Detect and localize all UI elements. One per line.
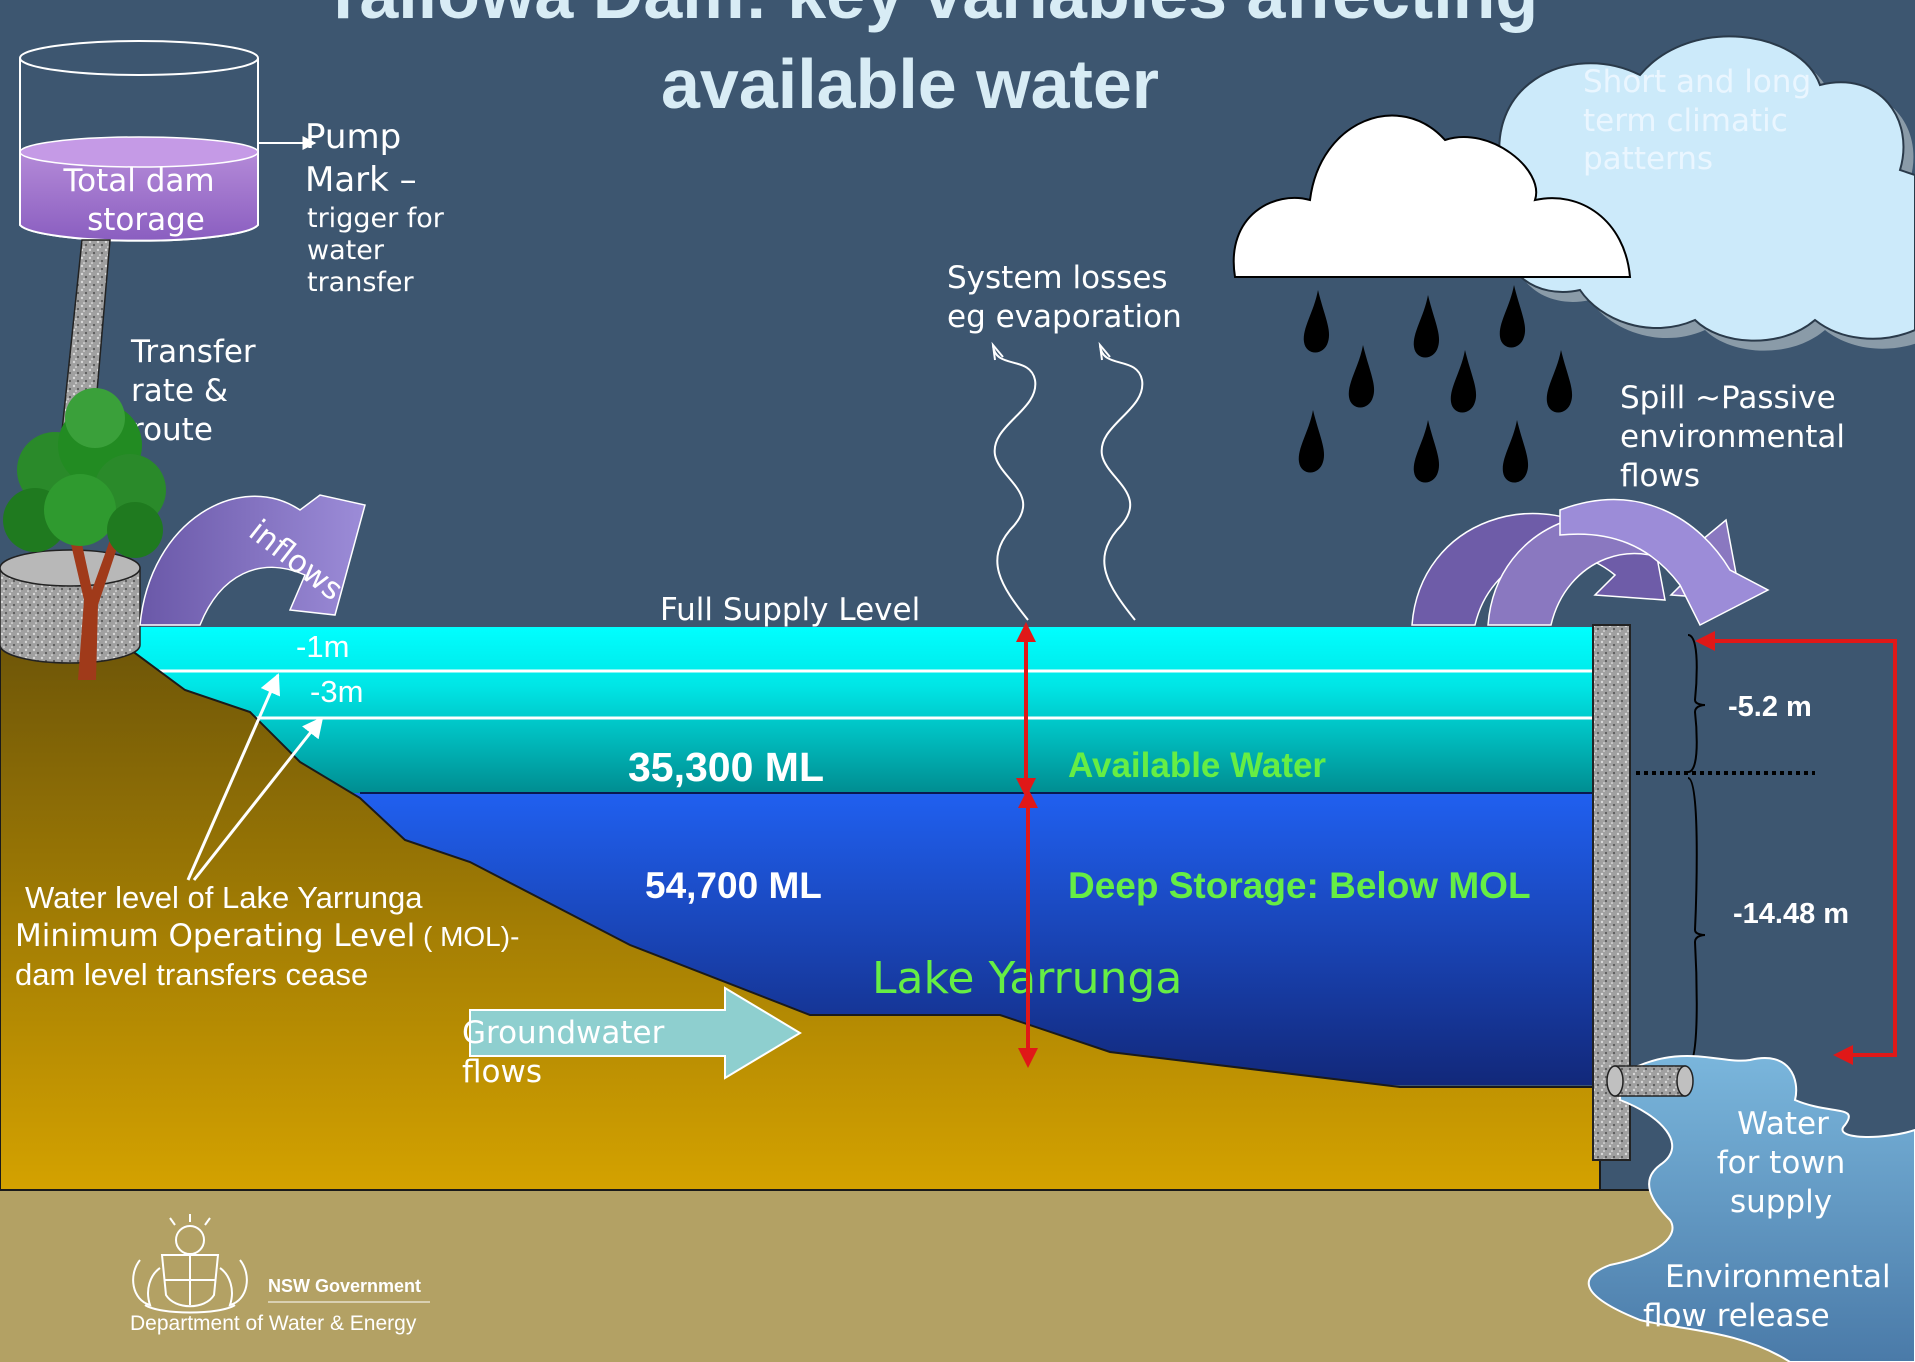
- full-supply-level-label: Full Supply Level: [660, 592, 920, 628]
- nsw-coat-of-arms-icon: [132, 1214, 248, 1314]
- spill-arrows-icon: [1411, 499, 1770, 627]
- outlet-pipe: [1606, 1065, 1694, 1097]
- transfer-label-2: rate &: [131, 373, 228, 409]
- groundwater-label-1: Groundwater: [462, 1015, 665, 1051]
- raindrops-icon: [1298, 285, 1573, 483]
- climate-label-2: term climatic: [1583, 103, 1788, 139]
- title-line-2: available water: [661, 45, 1159, 123]
- transfer-label-1: Transfer: [130, 334, 256, 370]
- depth-lower-label: -14.48 m: [1733, 898, 1849, 930]
- outlet-water-shape: [1587, 1055, 1915, 1362]
- mol-label-3: dam level transfers cease: [15, 957, 368, 992]
- groundwater-label-2: flows: [462, 1054, 542, 1090]
- available-water-zone: [100, 627, 1595, 794]
- available-water-label: Available Water: [1068, 746, 1326, 785]
- depth-upper-label: -5.2 m: [1728, 691, 1812, 723]
- pump-mark-sub-2: water: [307, 235, 385, 266]
- env-release-label-1: Environmental: [1665, 1259, 1891, 1295]
- groundwater-arrow: [469, 986, 802, 1080]
- mol-label-2-main: Minimum Operating Level: [15, 918, 415, 954]
- losses-label-1: System losses: [947, 260, 1168, 296]
- deep-volume-label: 54,700 ML: [645, 865, 822, 906]
- mol-label-2-suffix: ( MOL)-: [415, 921, 519, 952]
- logo-dept-label: Department of Water & Energy: [130, 1312, 417, 1335]
- pump-mark-1: Pump: [305, 117, 401, 157]
- env-release-label-2: flow release: [1643, 1298, 1830, 1334]
- pump-mark-2: Mark –: [305, 160, 417, 200]
- town-supply-label-3: supply: [1730, 1184, 1832, 1220]
- losses-label-2: eg evaporation: [947, 299, 1182, 335]
- minus-1m-label: -1m: [296, 629, 349, 664]
- evaporation-icon: [991, 341, 1144, 621]
- rain-cloud-icon: [1232, 114, 1632, 278]
- town-supply-label-2: for town: [1717, 1145, 1846, 1181]
- mol-label-2: Minimum Operating Level ( MOL)-: [15, 918, 519, 954]
- storage-tank: [19, 40, 259, 242]
- spill-label-2: environmental: [1620, 419, 1845, 455]
- climate-label-3: patterns: [1583, 141, 1713, 177]
- mol-pointer-arrows: [186, 673, 324, 881]
- tree-icon: [0, 388, 166, 680]
- minus-3m-label: -3m: [310, 674, 363, 709]
- title-line-1: Tallowa Dam: key variables affecting: [322, 0, 1538, 33]
- spill-label-1: Spill ~Passive: [1620, 380, 1836, 416]
- deep-storage-label: Deep Storage: Below MOL: [1068, 865, 1531, 906]
- tank-label-1: Total dam: [62, 163, 214, 199]
- pump-mark-sub-3: transfer: [307, 267, 415, 298]
- total-depth-arrow: [1695, 631, 1897, 1065]
- tank-label-2: storage: [87, 202, 205, 238]
- climate-label-1: Short and long: [1583, 64, 1811, 100]
- depth-brackets: [1687, 634, 1706, 1066]
- spill-label-3: flows: [1620, 458, 1700, 494]
- town-supply-label-1: Water: [1737, 1106, 1829, 1142]
- transfer-label-3: route: [131, 412, 213, 448]
- pump-mark-sub-1: trigger for: [307, 203, 445, 234]
- logo-org-label: NSW Government: [268, 1276, 421, 1296]
- available-volume-label: 35,300 ML: [628, 744, 824, 790]
- inflows-arrow: [139, 494, 366, 626]
- mol-label-1: Water level of Lake Yarrunga: [25, 880, 423, 915]
